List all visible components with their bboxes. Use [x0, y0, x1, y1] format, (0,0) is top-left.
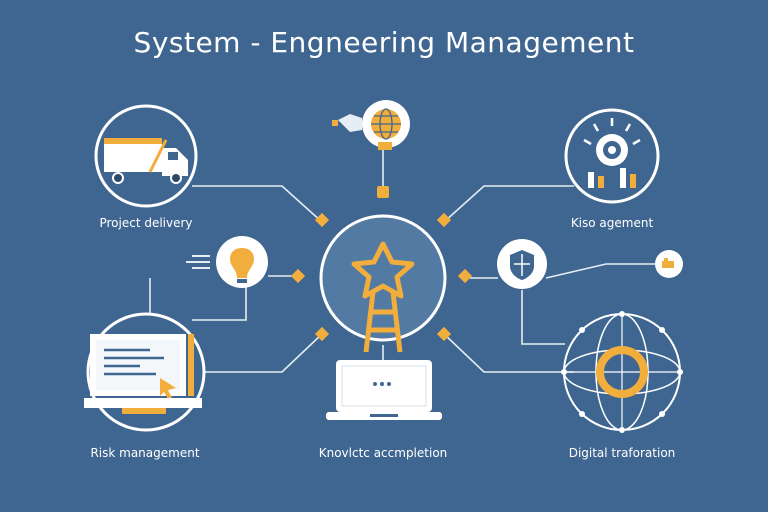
diamond-marker-tl — [314, 212, 330, 228]
diamond-marker-r — [457, 268, 473, 284]
connector-kiso — [443, 185, 574, 223]
laptop-icon — [326, 360, 442, 420]
globe-icon — [332, 100, 410, 150]
star-tower-icon — [319, 214, 447, 353]
diamond-marker-br — [436, 326, 452, 342]
diamond-markers — [290, 186, 473, 342]
monitor-icon — [84, 312, 206, 432]
diamond-marker-tr — [436, 212, 452, 228]
connector-digital — [443, 333, 574, 373]
connector-left-drop — [192, 287, 247, 321]
top-marker — [377, 186, 389, 198]
label-risk-management: Risk management — [90, 446, 200, 460]
lightbulb-icon — [186, 236, 268, 288]
small-node-icon — [655, 250, 683, 278]
network-sphere-icon — [561, 311, 683, 433]
label-project-delivery: Project delivery — [99, 216, 193, 230]
connector-shield-right — [545, 263, 656, 279]
page-title: System - Engneering Management — [133, 26, 635, 59]
label-kiso-agement: Kiso agement — [570, 216, 654, 230]
gear-chart-icon — [564, 108, 660, 204]
connector-project — [192, 185, 323, 223]
connector-monitor — [192, 333, 323, 373]
truck-icon — [94, 104, 198, 208]
connector-lines — [149, 150, 656, 373]
shield-icon — [497, 239, 547, 289]
diamond-marker-bl — [314, 326, 330, 342]
connector-shield-drop — [521, 290, 565, 345]
label-digital: Digital traforation — [568, 446, 676, 460]
diamond-marker-l — [290, 268, 306, 284]
label-knowledge: Knovlctc accmpletion — [318, 446, 448, 460]
